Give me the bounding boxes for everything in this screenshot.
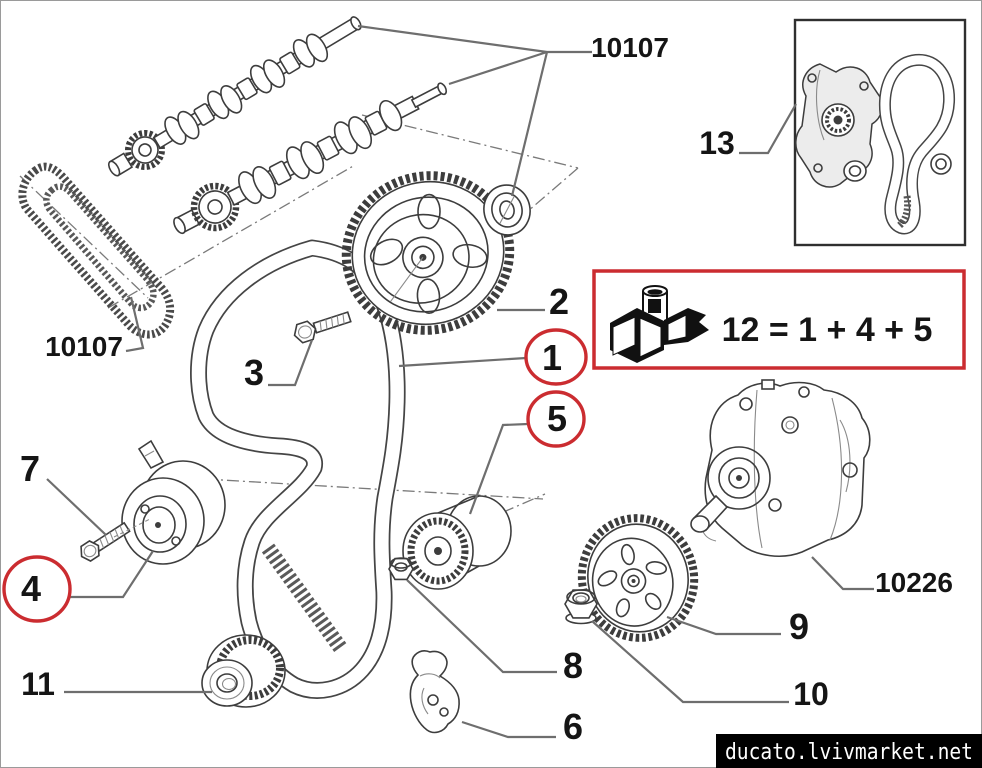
nut-10 (564, 589, 598, 625)
timing-chain (18, 162, 175, 339)
callout-13-label: 13 (699, 125, 735, 161)
callout-labels: 1 2 3 4 5 6 7 8 9 10 11 13 10107 10107 1… (20, 32, 953, 747)
belt-guard-bracket (409, 649, 460, 734)
kit-formula-label: 12 = 1 + 4 + 5 (722, 311, 933, 349)
seal-ring (483, 184, 531, 236)
highlight-circles (2, 328, 588, 623)
mini-roller (930, 153, 952, 175)
callout-4-label: 4 (21, 568, 41, 609)
idler-pulley (398, 495, 512, 590)
callout-10-label: 10 (793, 676, 829, 712)
leader-lines (46, 24, 874, 739)
callout-1-label: 1 (542, 337, 562, 378)
watermark-text: ducato.lvivmarket.net (725, 740, 973, 765)
watermark: ducato.lvivmarket.net (716, 734, 982, 768)
pump-sprocket (577, 514, 699, 642)
callout-6-label: 6 (563, 706, 583, 747)
callout-8-label: 8 (563, 645, 583, 686)
ref-10226-label: 10226 (875, 567, 953, 598)
camshaft-lower (173, 82, 448, 235)
callout-2-label: 2 (549, 281, 569, 322)
bolt-3 (293, 311, 352, 344)
kit-icon (610, 285, 709, 363)
highlight-circle-4 (2, 555, 72, 623)
highlight-circle-5 (526, 390, 586, 448)
callout-7-label: 7 (20, 448, 40, 489)
belt-teeth (261, 543, 349, 655)
injection-pump (690, 379, 871, 557)
ref-10107-left-label: 10107 (45, 331, 123, 362)
nut-8 (388, 557, 414, 581)
tensioner-pulley (121, 439, 226, 565)
construction-lines (19, 114, 579, 531)
crankshaft-sprocket (201, 634, 286, 708)
mini-roller (843, 160, 867, 182)
camshaft-upper (107, 16, 362, 177)
callout-5-label: 5 (547, 398, 567, 439)
water-pump-kit-inset (793, 18, 967, 247)
callout-3-label: 3 (244, 352, 264, 393)
callout-9-label: 9 (789, 606, 809, 647)
kit-formula-box: 12 = 1 + 4 + 5 (592, 269, 966, 370)
ref-10107-top-label: 10107 (591, 32, 669, 63)
highlight-circle-1 (524, 328, 588, 386)
tensioner-bolt (80, 518, 151, 562)
callout-11-label: 11 (21, 666, 55, 702)
timing-belt (190, 239, 406, 699)
